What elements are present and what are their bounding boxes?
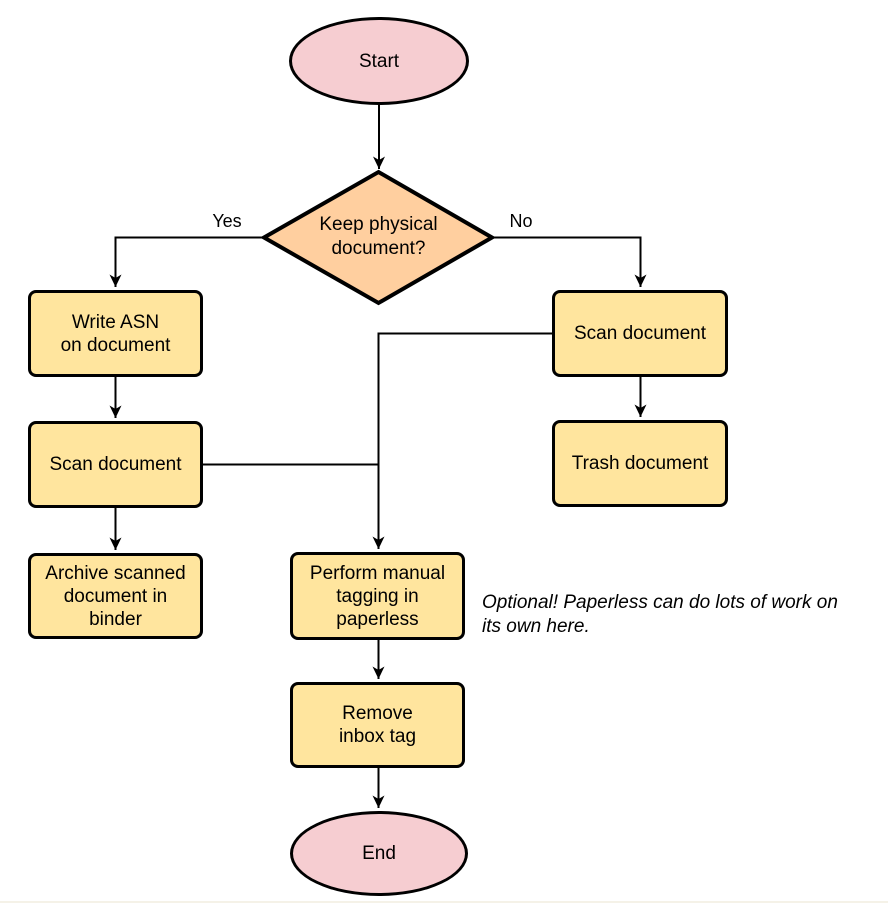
node-end: End [290, 811, 468, 896]
node-scan-document-left: Scan document [28, 421, 203, 508]
node-trash-document: Trash document [552, 420, 728, 507]
node-archive-binder-label: Archive scanned document in binder [45, 562, 186, 630]
edge-decision-write-asn [109, 236, 264, 287]
node-trash-document-label: Trash document [571, 453, 709, 474]
annotation-optional-note: Optional! Paperless can do lots of work … [482, 592, 838, 637]
node-remove-inbox-tag-label: Remove inbox tag [338, 703, 417, 747]
edge-label-yes: Yes [212, 211, 242, 231]
node-scan-document-right: Scan document [552, 290, 728, 377]
node-decision: Keep physical document? [278, 204, 479, 270]
node-perform-tagging: Perform manual tagging in paperless [290, 552, 465, 640]
node-archive-binder: Archive scanned document in binder [28, 553, 203, 639]
node-start: Start [289, 17, 469, 105]
node-start-label: Start [358, 50, 400, 72]
edge-scan-right-perform-tagging [372, 332, 552, 549]
node-write-asn-label: Write ASN on document [60, 311, 171, 356]
node-end-label: End [362, 843, 396, 864]
page-bottom-divider [0, 901, 888, 903]
edge-decision-scan-right [492, 236, 647, 287]
node-write-asn: Write ASN on document [28, 290, 203, 377]
node-decision-label: Keep physical document? [319, 214, 438, 259]
node-perform-tagging-label: Perform manual tagging in paperless [309, 562, 446, 630]
edge-label-no: No [509, 211, 533, 231]
node-scan-document-left-label: Scan document [49, 454, 182, 475]
decision-diamond-shape [259, 169, 497, 306]
node-scan-document-right-label: Scan document [573, 323, 707, 344]
node-remove-inbox-tag: Remove inbox tag [290, 682, 465, 768]
